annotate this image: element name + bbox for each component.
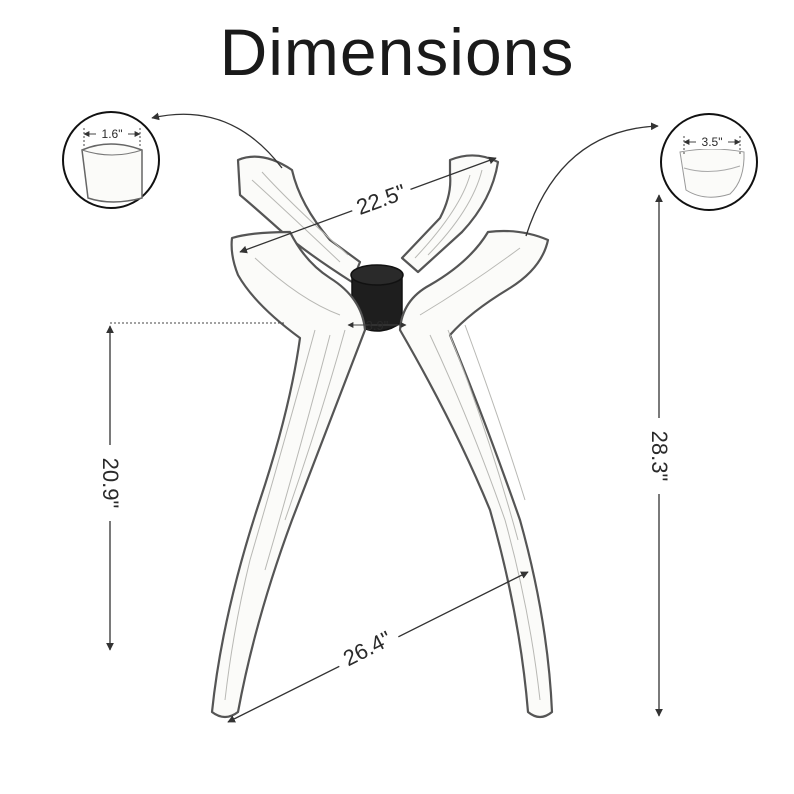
total-height-dimension: 28.3" bbox=[645, 194, 673, 717]
base-span-dimension: 26.4" bbox=[227, 571, 529, 723]
hub-width-dimension: 3.9" bbox=[347, 318, 407, 333]
hub-width-label: 3.9" bbox=[366, 318, 389, 333]
leg-width-detail: 1.6" bbox=[62, 111, 283, 209]
pad-width-detail: 3.5" bbox=[525, 113, 758, 237]
top-span-label: 22.5" bbox=[353, 179, 409, 220]
pad-width-label: 3.5" bbox=[702, 135, 723, 149]
leg-height-label: 20.9" bbox=[98, 458, 123, 509]
leg-width-label: 1.6" bbox=[102, 127, 123, 141]
front-right-leg bbox=[398, 229, 554, 719]
front-left-leg bbox=[210, 230, 367, 719]
page-title: Dimensions bbox=[219, 15, 575, 89]
leg-height-dimension: 20.9" bbox=[96, 322, 285, 651]
total-height-label: 28.3" bbox=[647, 431, 672, 482]
